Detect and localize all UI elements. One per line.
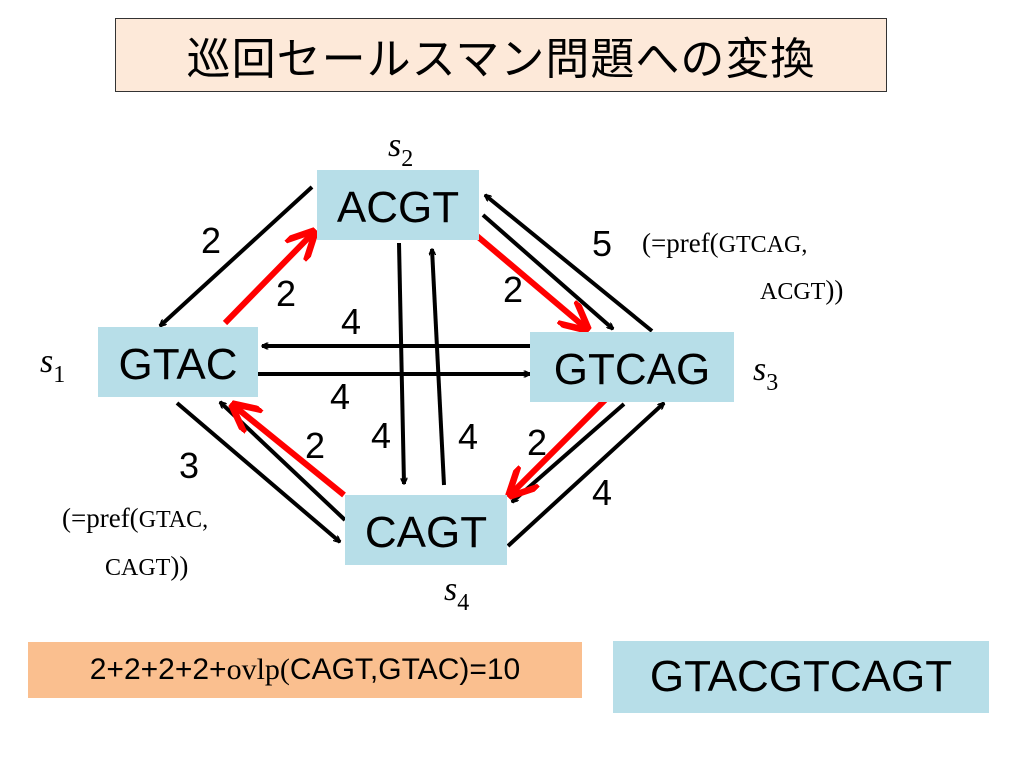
weight-s4-s2: 4 xyxy=(458,416,478,457)
node-label: ACGT xyxy=(337,183,459,232)
edge-s4-s1-thin xyxy=(220,402,347,522)
edge-s3-s4-highlight xyxy=(510,397,608,495)
graph-diagram: ACGT GTAC GTCAG CAGT s2 s1 s3 s4 2 2 5 2… xyxy=(40,127,843,616)
edge-s4-s1-highlight xyxy=(233,405,346,498)
node-s3: GTCAG xyxy=(530,332,734,402)
edge-s3-s2 xyxy=(485,193,654,333)
edge-s2-s1 xyxy=(160,185,314,326)
label-s3: s3 xyxy=(753,351,778,396)
edge-weights: 2 2 5 2 4 4 4 4 3 2 2 4 xyxy=(179,220,612,513)
node-label: CAGT xyxy=(365,508,487,557)
label-s4: s4 xyxy=(444,571,469,616)
note-pref-s1-s4: (=pref(GTAC, xyxy=(62,503,208,533)
weight-s4-s1: 2 xyxy=(305,425,325,466)
node-label: GTAC xyxy=(119,340,238,389)
label-s1: s1 xyxy=(40,343,65,388)
weight-s4-s3: 4 xyxy=(592,472,612,513)
node-s1: GTAC xyxy=(98,327,258,397)
weight-s3-s4: 2 xyxy=(527,422,547,463)
weight-s1-s4: 3 xyxy=(179,445,199,486)
weight-s2-s1: 2 xyxy=(201,220,221,261)
node-label: GTCAG xyxy=(554,345,710,394)
weight-s2-s3: 2 xyxy=(503,269,523,310)
weight-s3-s2: 5 xyxy=(592,223,612,264)
note-pref-s1-s4-line2: CAGT)) xyxy=(105,551,188,581)
weight-s1-s3: 4 xyxy=(330,376,350,417)
note-pref-s3-s2: (=pref(GTCAG, xyxy=(642,228,807,258)
tour-edges xyxy=(222,232,608,498)
weight-s1-s2: 2 xyxy=(276,273,296,314)
edge-s2-s4 xyxy=(397,242,404,484)
edge-s1-s4 xyxy=(175,401,340,542)
edge-s2-s3-highlight xyxy=(475,233,587,329)
formula-box: 2+2+2+2+ovlp(CAGT,GTAC)=10 xyxy=(28,642,582,698)
formula-ovlp: ovlp( xyxy=(226,653,290,686)
weight-s2-s4: 4 xyxy=(371,415,391,456)
formula-result: )=10 xyxy=(459,653,521,686)
label-s2: s2 xyxy=(388,127,413,172)
formula-args: CAGT,GTAC xyxy=(289,653,460,686)
node-s2: ACGT xyxy=(317,170,479,240)
node-s4: CAGT xyxy=(345,495,507,565)
weight-s3-s1: 4 xyxy=(341,301,361,342)
edge-s1-s2-highlight xyxy=(222,232,314,326)
formula-sum: 2+2+2+2+ xyxy=(89,653,227,686)
result-string: GTACGTCAGT xyxy=(613,641,989,713)
edge-s4-s3 xyxy=(506,403,664,548)
edge-s4-s2 xyxy=(432,249,446,486)
note-pref-s3-s2-line2: ACGT)) xyxy=(760,275,843,305)
page-title: 巡回セールスマン問題への変換 xyxy=(115,18,887,92)
